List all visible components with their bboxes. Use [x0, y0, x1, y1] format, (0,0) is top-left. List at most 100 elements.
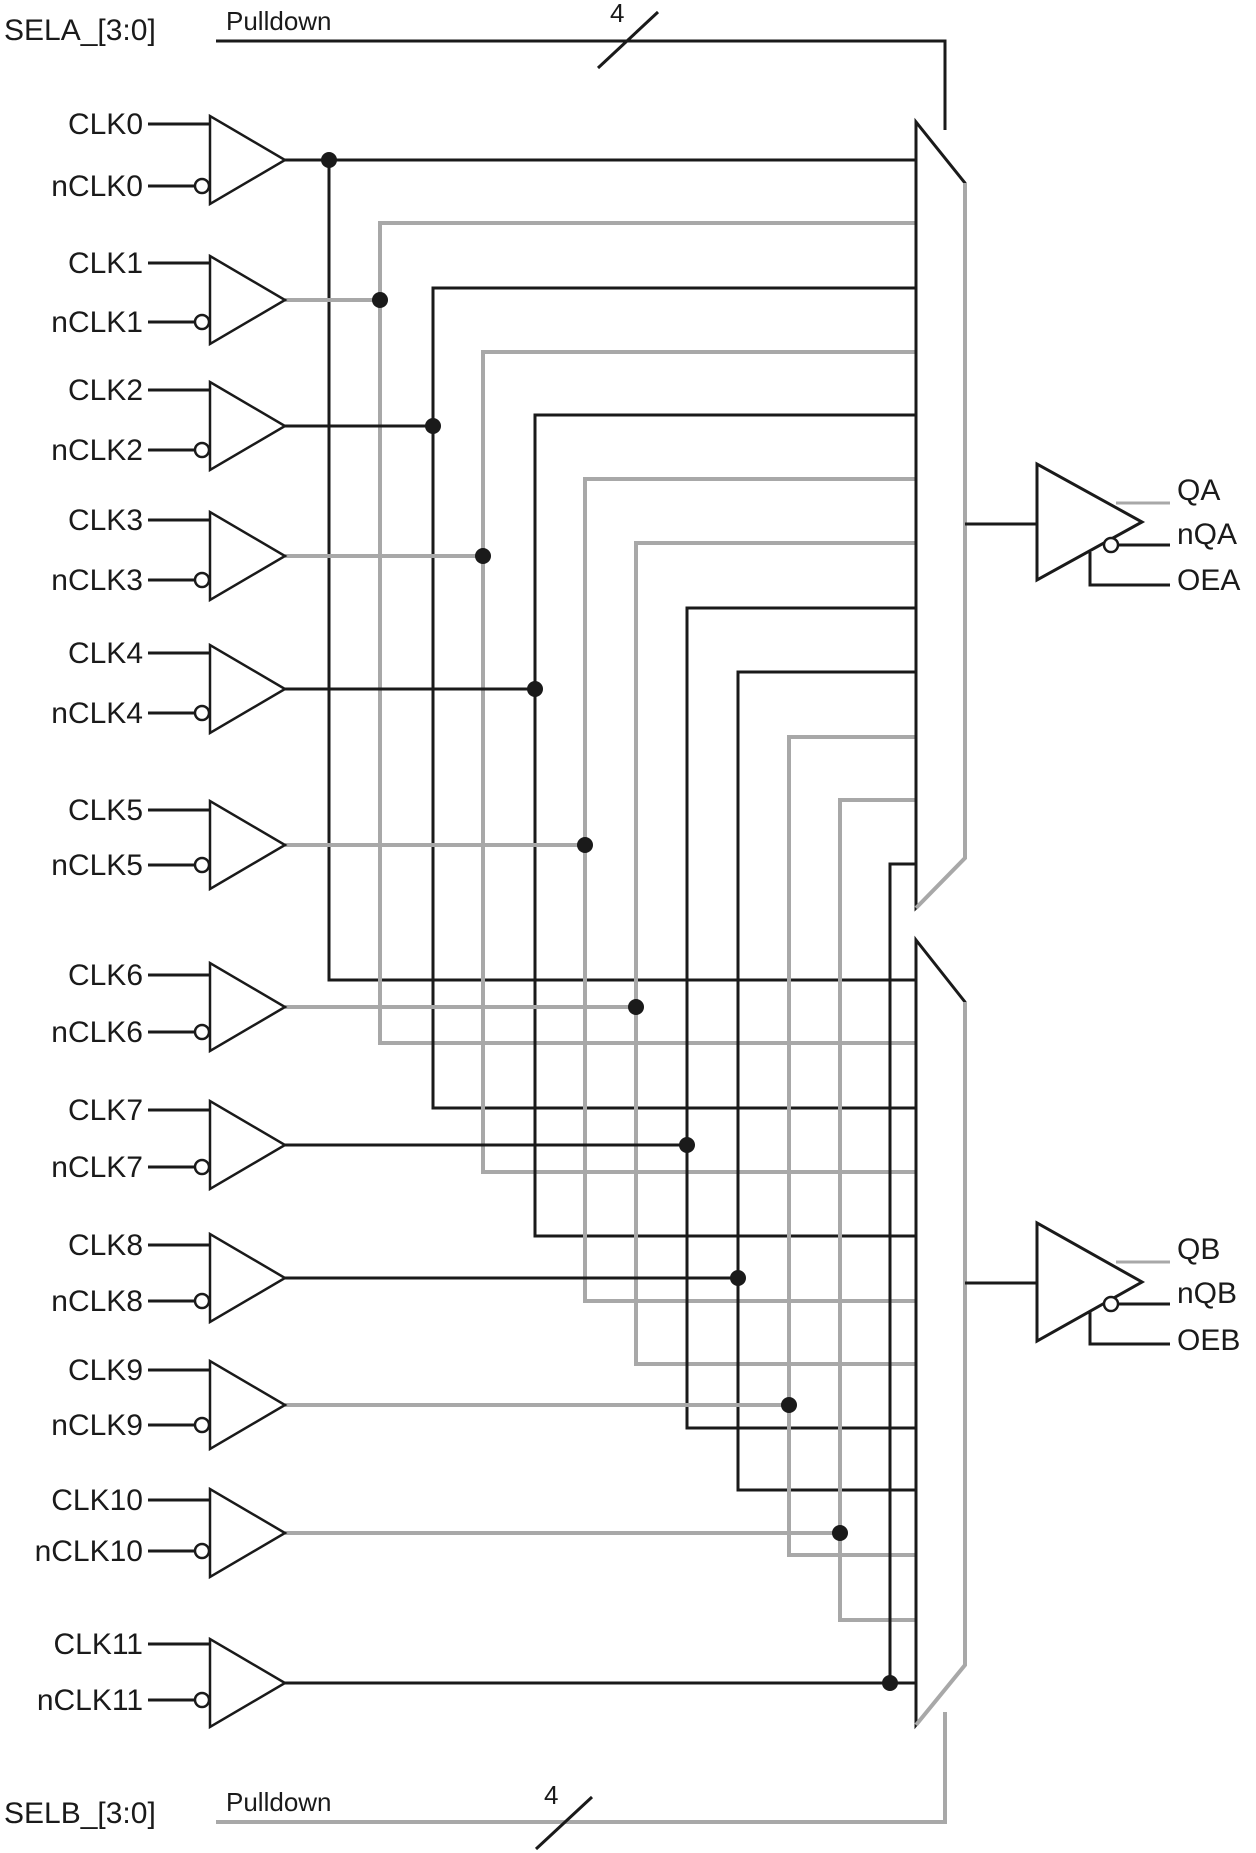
input-buffer: [208, 1098, 288, 1192]
nclk-input-label: nCLK3: [51, 564, 143, 597]
output-driver-b: QB nQB OEB: [965, 1220, 1240, 1357]
oea-label: OEA: [1177, 564, 1240, 597]
select-b-pull-label: Pulldown: [226, 1787, 332, 1817]
routing-wires: [285, 158, 916, 1685]
clk-input-label: CLK2: [68, 374, 143, 407]
junction-dot: [882, 1675, 898, 1691]
select-a-pull-label: Pulldown: [226, 6, 332, 36]
select-a-bus-slash: [596, 10, 660, 70]
input-buffer: [208, 642, 288, 736]
junction-dot: [679, 1137, 695, 1153]
clk-input-label: CLK3: [68, 504, 143, 537]
nclk-input-label: nCLK6: [51, 1016, 143, 1049]
oeb-wire: [1088, 1311, 1170, 1346]
inversion-bubble: [193, 1691, 211, 1709]
routing-trunk: [327, 158, 916, 982]
inversion-bubble: [193, 313, 211, 331]
select-a-wire: [216, 39, 947, 130]
select-b-width-label: 4: [544, 1780, 558, 1810]
junction-dot: [628, 999, 644, 1015]
nclk-input-label: nCLK5: [51, 849, 143, 882]
junction-dot: [527, 681, 543, 697]
routing-trunk: [787, 735, 916, 1557]
clk-input-label: CLK1: [68, 247, 143, 280]
junction-dot: [475, 548, 491, 564]
nclk-input-label: nCLK8: [51, 1285, 143, 1318]
routing-trunk: [685, 606, 916, 1430]
inversion-bubble: [193, 571, 211, 589]
select-a-label: SELA_[3:0]: [4, 14, 156, 47]
clk-input-label: CLK4: [68, 637, 143, 670]
output-a-buffer: [1035, 461, 1146, 583]
input-buffer: [208, 960, 288, 1054]
clk-input-label: CLK10: [51, 1484, 143, 1517]
nqb-label: nQB: [1177, 1277, 1237, 1310]
routing-trunk: [481, 350, 916, 1174]
mux-a: [914, 117, 967, 912]
input-buffer: [208, 798, 288, 892]
nqa-inversion-bubble: [1102, 536, 1120, 554]
clk-input-label: CLK9: [68, 1354, 143, 1387]
inversion-bubble: [193, 1158, 211, 1176]
select-b-bus: SELB_[3:0] Pulldown 4: [4, 1712, 947, 1851]
nclk-input-label: nCLK7: [51, 1151, 143, 1184]
nclk-input-label: nCLK2: [51, 434, 143, 467]
select-b-wire: [216, 1712, 947, 1824]
oea-wire: [1088, 552, 1170, 587]
clk-input-label: CLK7: [68, 1094, 143, 1127]
select-a-width-label: 4: [610, 0, 624, 28]
junction-dot: [372, 292, 388, 308]
inversion-bubble: [193, 704, 211, 722]
select-b-label: SELB_[3:0]: [4, 1797, 156, 1830]
junction-dot: [832, 1525, 848, 1541]
nclk-input-label: nCLK11: [37, 1684, 143, 1717]
inversion-bubble: [193, 1023, 211, 1041]
routing-trunk: [888, 862, 916, 1685]
mux-b-shade: [914, 1002, 967, 1727]
routing-trunk: [583, 477, 916, 1303]
routing-trunk: [736, 670, 916, 1492]
nclk-input-label: nCLK4: [51, 697, 143, 730]
mux-a-shade: [914, 183, 967, 910]
input-buffer: [208, 1636, 288, 1730]
select-a-bus: SELA_[3:0] Pulldown 4: [4, 0, 947, 130]
input-buffer: [208, 113, 288, 207]
input-buffer: [208, 379, 288, 473]
inversion-bubble: [193, 441, 211, 459]
routing-trunk: [533, 413, 916, 1238]
nclk-input-label: nCLK9: [51, 1409, 143, 1442]
output-driver-a: QA nQA OEA: [965, 461, 1240, 597]
clk-input-label: CLK5: [68, 794, 143, 827]
nqb-inversion-bubble: [1102, 1295, 1120, 1313]
routing-trunk: [838, 798, 916, 1622]
input-buffer: [208, 253, 288, 347]
oeb-label: OEB: [1177, 1324, 1240, 1357]
select-b-bus-slash: [534, 1795, 594, 1851]
qa-label: QA: [1177, 474, 1220, 507]
mux-b: [914, 935, 967, 1730]
junction-dots: [321, 152, 898, 1691]
input-buffer: [208, 1358, 288, 1452]
inversion-bubble: [193, 1292, 211, 1310]
nclk-input-label: nCLK1: [51, 306, 143, 339]
routing-trunk: [431, 286, 916, 1110]
junction-dot: [425, 418, 441, 434]
junction-dot: [730, 1270, 746, 1286]
junction-dot: [781, 1397, 797, 1413]
clk-input-label: CLK8: [68, 1229, 143, 1262]
junction-dot: [321, 152, 337, 168]
input-buffer: [208, 1231, 288, 1325]
clk-input-label: CLK0: [68, 108, 143, 141]
routing-trunk: [634, 541, 916, 1366]
routing-trunk: [378, 221, 916, 1045]
nclk-input-label: nCLK10: [35, 1535, 143, 1568]
inversion-bubble: [193, 1416, 211, 1434]
inversion-bubble: [193, 177, 211, 195]
clk-input-label: CLK11: [53, 1628, 143, 1661]
nclk-input-label: nCLK0: [51, 170, 143, 203]
junction-dot: [577, 837, 593, 853]
qb-label: QB: [1177, 1233, 1220, 1266]
inversion-bubble: [193, 856, 211, 874]
